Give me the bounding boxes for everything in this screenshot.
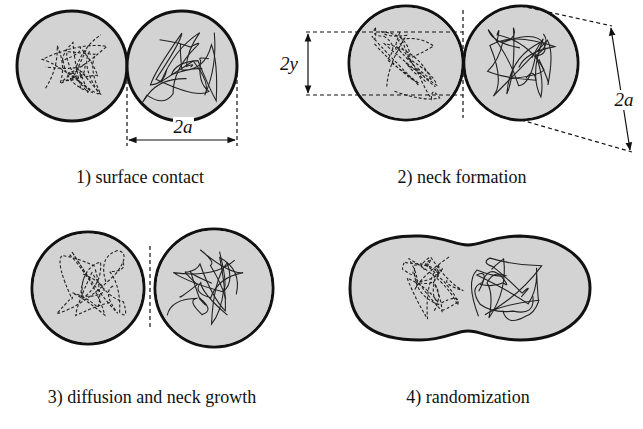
chain-group (372, 27, 440, 99)
polymer-chain (384, 38, 436, 86)
chain-group (143, 33, 217, 102)
dimension-label: 2a (173, 117, 194, 138)
polymer-chain (394, 63, 439, 99)
polymer-chain (402, 262, 442, 313)
polymer-chain (421, 257, 463, 310)
polymer-chain (167, 271, 212, 315)
polymer-chain (69, 254, 105, 299)
chain-group (167, 250, 243, 324)
polymer-chain (485, 258, 542, 315)
polymer-chain (161, 33, 215, 96)
chain-group (488, 28, 555, 97)
chain-group (402, 257, 463, 319)
stage-caption: 4) randomization (406, 388, 529, 408)
polymer-chain (72, 251, 118, 315)
stage-caption: 1) surface contact (76, 168, 204, 188)
stage-caption: 2) neck formation (398, 168, 527, 188)
polymer-chain (57, 251, 124, 314)
polymer-chains (42, 27, 554, 324)
dimension-label: 2y (279, 54, 299, 75)
polymer-chain (151, 33, 210, 93)
chain-group (471, 258, 541, 320)
chain-group (57, 251, 126, 316)
polymer-chain (488, 30, 543, 98)
polymer-chain (382, 32, 427, 87)
polymer-chain (42, 46, 107, 94)
polymer-chain (471, 259, 505, 318)
chain-group (42, 35, 107, 95)
dimension-label: 2a (614, 90, 635, 111)
polymer-chain (490, 39, 555, 96)
stage-caption: 3) diffusion and neck growth (48, 388, 257, 408)
merged-particle (350, 236, 590, 340)
dimension-arrows (129, 28, 630, 150)
polymer-chain (198, 250, 243, 315)
